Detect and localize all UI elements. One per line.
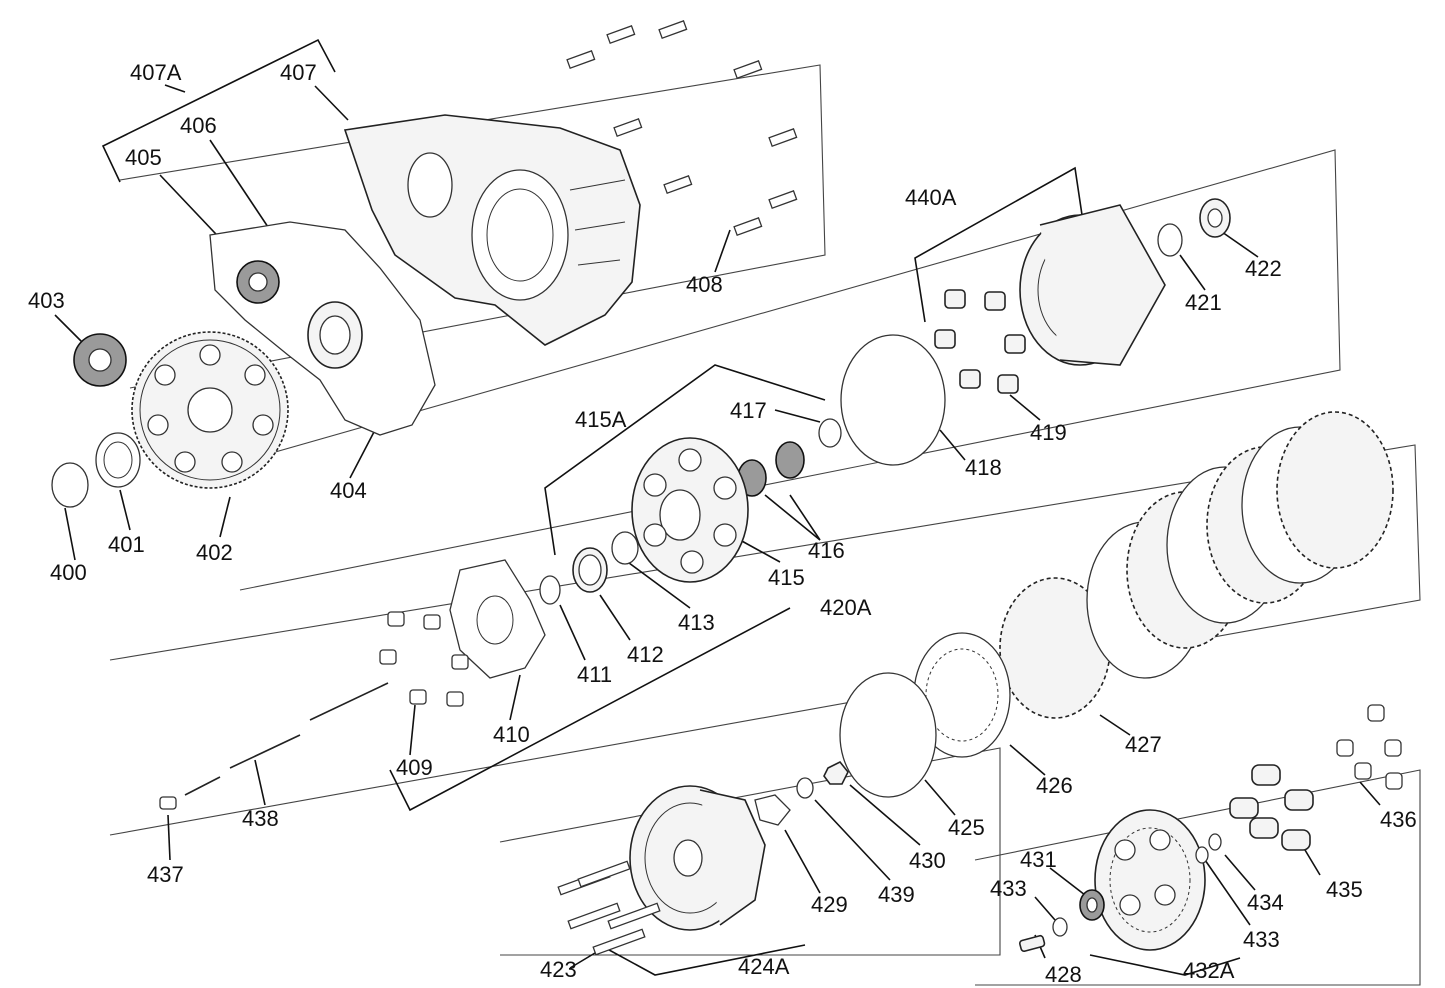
part-410-plate xyxy=(449,559,546,679)
label-440A: 440A xyxy=(905,185,957,210)
part-431-bearing xyxy=(1079,889,1105,921)
label-434: 434 xyxy=(1247,890,1284,915)
part-415-hub xyxy=(631,437,749,583)
part-438-pushrod xyxy=(184,682,389,796)
label-402: 402 xyxy=(196,540,233,565)
part-406-oil-seal xyxy=(307,301,363,369)
bracket-420A xyxy=(389,607,791,812)
part-402-primary-gear xyxy=(131,331,289,489)
label-432A: 432A xyxy=(1183,958,1235,983)
label-403: 403 xyxy=(28,288,65,313)
label-438: 438 xyxy=(242,806,279,831)
label-425: 425 xyxy=(948,815,985,840)
callout-labels: 407A 407 406 405 403 404 402 401 400 408… xyxy=(28,60,1417,987)
part-409-screws xyxy=(379,611,469,707)
label-415A: 415A xyxy=(575,407,627,432)
bracket-440A xyxy=(914,166,1086,323)
label-410: 410 xyxy=(493,722,530,747)
part-411-washer xyxy=(539,575,561,605)
part-425-ring xyxy=(839,672,937,798)
part-413-ring xyxy=(611,531,639,565)
part-419-dampers xyxy=(934,289,1026,394)
pressure-plate-frame xyxy=(974,769,1421,986)
part-435-springs xyxy=(1229,764,1314,851)
label-436: 436 xyxy=(1380,807,1417,832)
clutch-basket-frame xyxy=(239,149,1341,591)
label-408: 408 xyxy=(686,272,723,297)
label-415: 415 xyxy=(768,565,805,590)
label-437: 437 xyxy=(147,862,184,887)
part-407-clutch-cover xyxy=(343,114,641,346)
label-400: 400 xyxy=(50,560,87,585)
part-424A-inner-hub xyxy=(629,785,766,931)
label-427: 427 xyxy=(1125,732,1162,757)
label-412: 412 xyxy=(627,642,664,667)
label-433-left: 433 xyxy=(990,876,1027,901)
part-433-washers xyxy=(1052,846,1209,937)
label-406: 406 xyxy=(180,113,217,138)
part-416-needle-bearings xyxy=(737,441,805,497)
part-405-bearing xyxy=(236,260,280,304)
label-420A: 420A xyxy=(820,595,872,620)
part-412-sleeve xyxy=(572,547,608,593)
label-430: 430 xyxy=(909,848,946,873)
part-429-lock-washer xyxy=(754,794,791,826)
part-439-washer xyxy=(796,777,814,799)
part-417-washer xyxy=(818,418,842,448)
part-408-cover-bolts xyxy=(566,20,798,237)
label-423: 423 xyxy=(540,957,577,982)
label-407A: 407A xyxy=(130,60,182,85)
part-421-washer xyxy=(1157,223,1183,257)
part-423-bolts xyxy=(557,860,661,956)
part-436-spring-caps xyxy=(1336,704,1403,790)
part-432A-pressure-plate xyxy=(1094,809,1206,951)
label-435: 435 xyxy=(1326,877,1363,902)
label-416: 416 xyxy=(808,538,845,563)
part-400-circlip xyxy=(51,462,89,508)
label-428: 428 xyxy=(1045,962,1082,987)
label-426: 426 xyxy=(1036,773,1073,798)
label-421: 421 xyxy=(1185,290,1222,315)
part-440A-clutch-basket xyxy=(1019,204,1166,366)
inner-hub-frame xyxy=(499,747,1001,956)
label-411: 411 xyxy=(577,662,612,687)
label-429: 429 xyxy=(811,892,848,917)
part-434-circlip xyxy=(1208,833,1222,851)
part-418-o-ring xyxy=(840,334,946,466)
label-433-right: 433 xyxy=(1243,927,1280,952)
part-401-washer xyxy=(95,432,141,488)
label-407: 407 xyxy=(280,60,317,85)
label-439: 439 xyxy=(878,882,915,907)
bracket-432A xyxy=(1089,954,1241,976)
bracket-415A xyxy=(544,364,826,556)
label-417: 417 xyxy=(730,398,767,423)
part-422-bearing xyxy=(1199,198,1231,238)
bracket-424A xyxy=(599,944,806,976)
label-419: 419 xyxy=(1030,420,1067,445)
label-418: 418 xyxy=(965,455,1002,480)
part-403-gear xyxy=(73,333,127,387)
part-428-bolt xyxy=(1018,934,1046,953)
label-431: 431 xyxy=(1020,847,1057,872)
part-437-pushrod-end xyxy=(159,796,177,810)
bracket-lines xyxy=(101,38,1241,976)
label-422: 422 xyxy=(1245,256,1282,281)
label-404: 404 xyxy=(330,478,367,503)
label-413: 413 xyxy=(678,610,715,635)
label-405: 405 xyxy=(125,145,162,170)
part-427-friction-plates xyxy=(999,411,1394,719)
bracket-407A xyxy=(101,38,336,183)
part-430-nut xyxy=(823,760,849,785)
label-409: 409 xyxy=(396,755,433,780)
label-424A: 424A xyxy=(738,954,790,979)
label-401: 401 xyxy=(108,532,145,557)
